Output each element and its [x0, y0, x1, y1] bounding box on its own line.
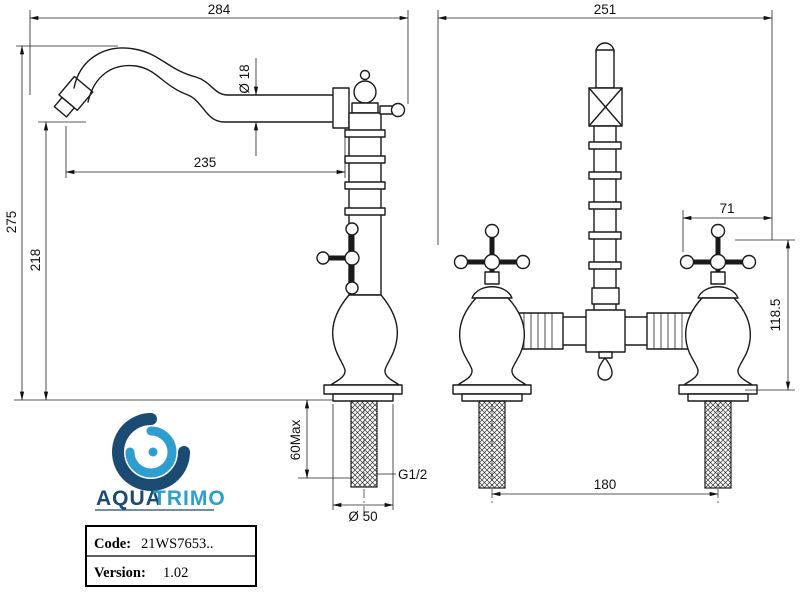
dim-front-body-height: 118.5	[735, 239, 795, 391]
left-tap-unit	[453, 225, 531, 489]
front-spout-column	[588, 42, 623, 313]
dim-side-spout-height: 218	[28, 121, 86, 401]
version-label: Version:	[94, 565, 146, 581]
column-shaft	[593, 125, 617, 313]
dim-label-284: 284	[208, 2, 231, 17]
side-handle	[316, 222, 360, 295]
dim-label-dia50: Ø 50	[348, 509, 377, 524]
side-body	[316, 69, 406, 516]
logo-swirl-outer	[112, 413, 190, 491]
body-side-knob	[390, 102, 406, 118]
base-escutcheon	[332, 393, 394, 402]
logo-swirl-inner	[125, 426, 177, 478]
dim-side-overall-width: 284	[29, 2, 409, 104]
spout-outlet	[53, 75, 94, 118]
right-tap-unit	[679, 225, 757, 489]
callout-thread: G1/2	[377, 467, 427, 482]
dim-label-g12: G1/2	[398, 467, 427, 482]
spout-body-joint	[332, 87, 350, 129]
bridge-coupling-left	[516, 312, 564, 350]
dim-front-handle-offset: 71	[682, 201, 773, 252]
dim-side-base-diameter: Ø 50	[332, 404, 394, 524]
dim-label-180: 180	[594, 477, 617, 492]
logo: AQUA TRIMO	[95, 413, 226, 511]
dim-label-dia18: Ø 18	[237, 64, 252, 93]
bridge-center-junction	[585, 309, 626, 353]
dim-side-deck-max: 60Max	[288, 399, 352, 479]
valve-body	[330, 294, 400, 386]
dim-label-218: 218	[28, 249, 43, 272]
finial-small-ball	[359, 69, 371, 81]
dim-label-71: 71	[719, 201, 734, 216]
dim-front-hole-centres: 180	[491, 404, 719, 505]
finial-ball	[353, 80, 377, 104]
handle-knob-front	[316, 251, 330, 265]
code-value: 21WS7653..	[141, 536, 214, 552]
handle-knob-top	[345, 222, 359, 236]
brand-name-primary: AQUA	[96, 487, 162, 510]
dim-label-275: 275	[4, 211, 19, 234]
dim-label-118-5: 118.5	[768, 299, 783, 332]
handle-hub	[344, 250, 360, 266]
dim-side-spout-diameter: Ø 18	[237, 58, 259, 156]
version-value: 1.02	[163, 565, 188, 581]
title-block: Code: 21WS7653.. Version: 1.02	[85, 525, 257, 587]
base-flange	[323, 384, 403, 395]
code-label: Code:	[94, 536, 131, 552]
handle-knob-bottom	[345, 281, 359, 295]
brand-name-secondary: TRIMO	[153, 487, 226, 510]
diverter-teardrop	[597, 357, 613, 381]
dim-side-overall-height: 275	[4, 45, 335, 401]
dim-front-overall-width: 251	[437, 2, 773, 245]
side-view: 284 275 218 235 Ø 18	[4, 2, 427, 524]
dim-label-60max: 60Max	[288, 419, 303, 460]
logo-swirl-dot	[148, 447, 158, 457]
dim-label-235: 235	[194, 155, 217, 170]
dim-side-spout-reach: 235	[65, 126, 346, 178]
front-view: 251	[437, 2, 795, 505]
dim-label-251: 251	[594, 2, 617, 17]
spout	[53, 47, 350, 129]
